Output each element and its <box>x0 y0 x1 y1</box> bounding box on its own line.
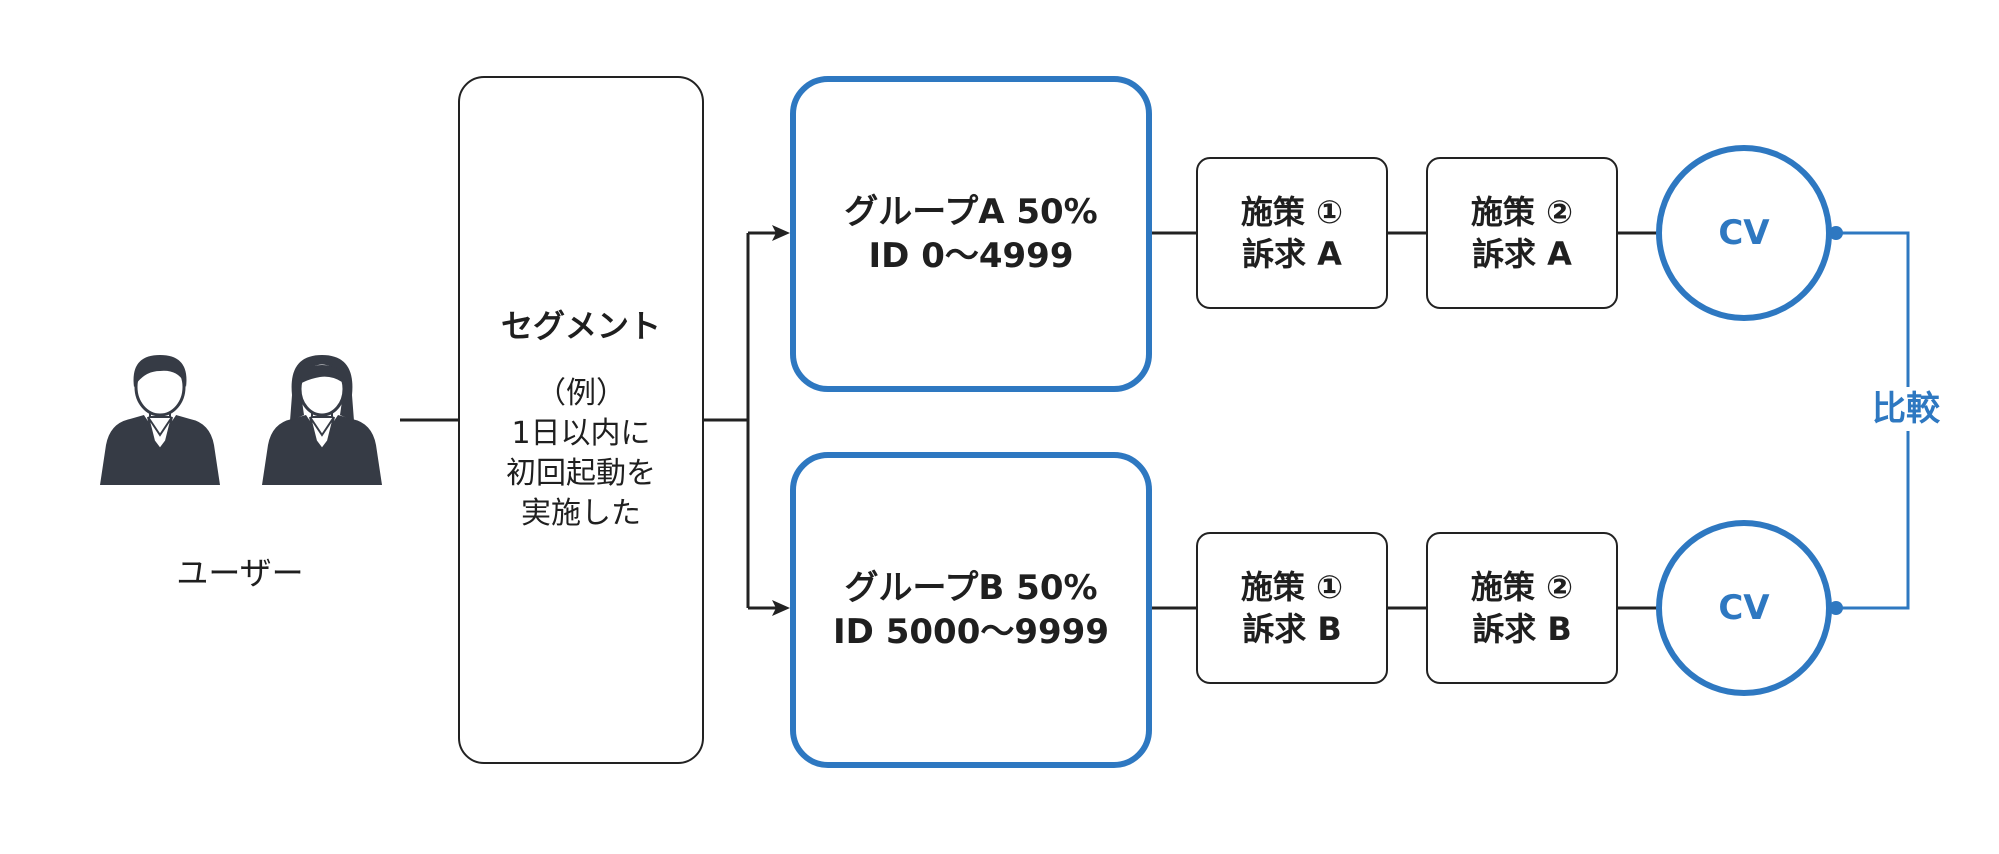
arrowhead-group-b <box>772 600 790 616</box>
step-b1-box: 施策 ① 訴求 B <box>1196 532 1388 684</box>
compare-dot-bottom <box>1829 601 1843 615</box>
segment-line: （例） <box>536 376 626 411</box>
compare-dot-top <box>1829 226 1843 240</box>
step-appeal: 訴求 B <box>1242 610 1342 648</box>
group-a-range: ID 0〜4999 <box>868 236 1074 276</box>
compare-label: 比較 <box>1866 387 1946 431</box>
cv-circle-b: CV <box>1656 520 1832 696</box>
step-label: 施策 ① <box>1240 568 1344 606</box>
person-female-icon <box>262 355 382 485</box>
arrowhead-group-a <box>772 225 790 241</box>
group-a-box: グループA 50% ID 0〜4999 <box>790 76 1152 392</box>
step-a2-box: 施策 ② 訴求 A <box>1426 157 1618 309</box>
segment-box: セグメント （例） 1日以内に 初回起動を 実施した <box>458 76 704 764</box>
cv-label: CV <box>1718 588 1770 628</box>
step-appeal: 訴求 B <box>1472 610 1572 648</box>
group-a-title: グループA 50% <box>844 192 1098 232</box>
segment-line: 初回起動を <box>506 456 656 491</box>
step-appeal: 訴求 A <box>1242 235 1342 273</box>
step-label: 施策 ① <box>1240 193 1344 231</box>
group-b-range: ID 5000〜9999 <box>833 612 1109 652</box>
cv-circle-a: CV <box>1656 145 1832 321</box>
cv-label: CV <box>1718 213 1770 253</box>
step-a1-box: 施策 ① 訴求 A <box>1196 157 1388 309</box>
group-b-box: グループB 50% ID 5000〜9999 <box>790 452 1152 768</box>
person-male-icon <box>100 355 220 485</box>
step-b2-box: 施策 ② 訴求 B <box>1426 532 1618 684</box>
segment-line: 実施した <box>521 496 641 531</box>
segment-title: セグメント <box>500 307 661 345</box>
group-b-title: グループB 50% <box>844 568 1098 608</box>
step-label: 施策 ② <box>1470 568 1574 606</box>
users-label: ユーザー <box>176 554 304 592</box>
step-label: 施策 ② <box>1470 193 1574 231</box>
step-appeal: 訴求 A <box>1472 235 1572 273</box>
segment-line: 1日以内に <box>511 416 651 451</box>
